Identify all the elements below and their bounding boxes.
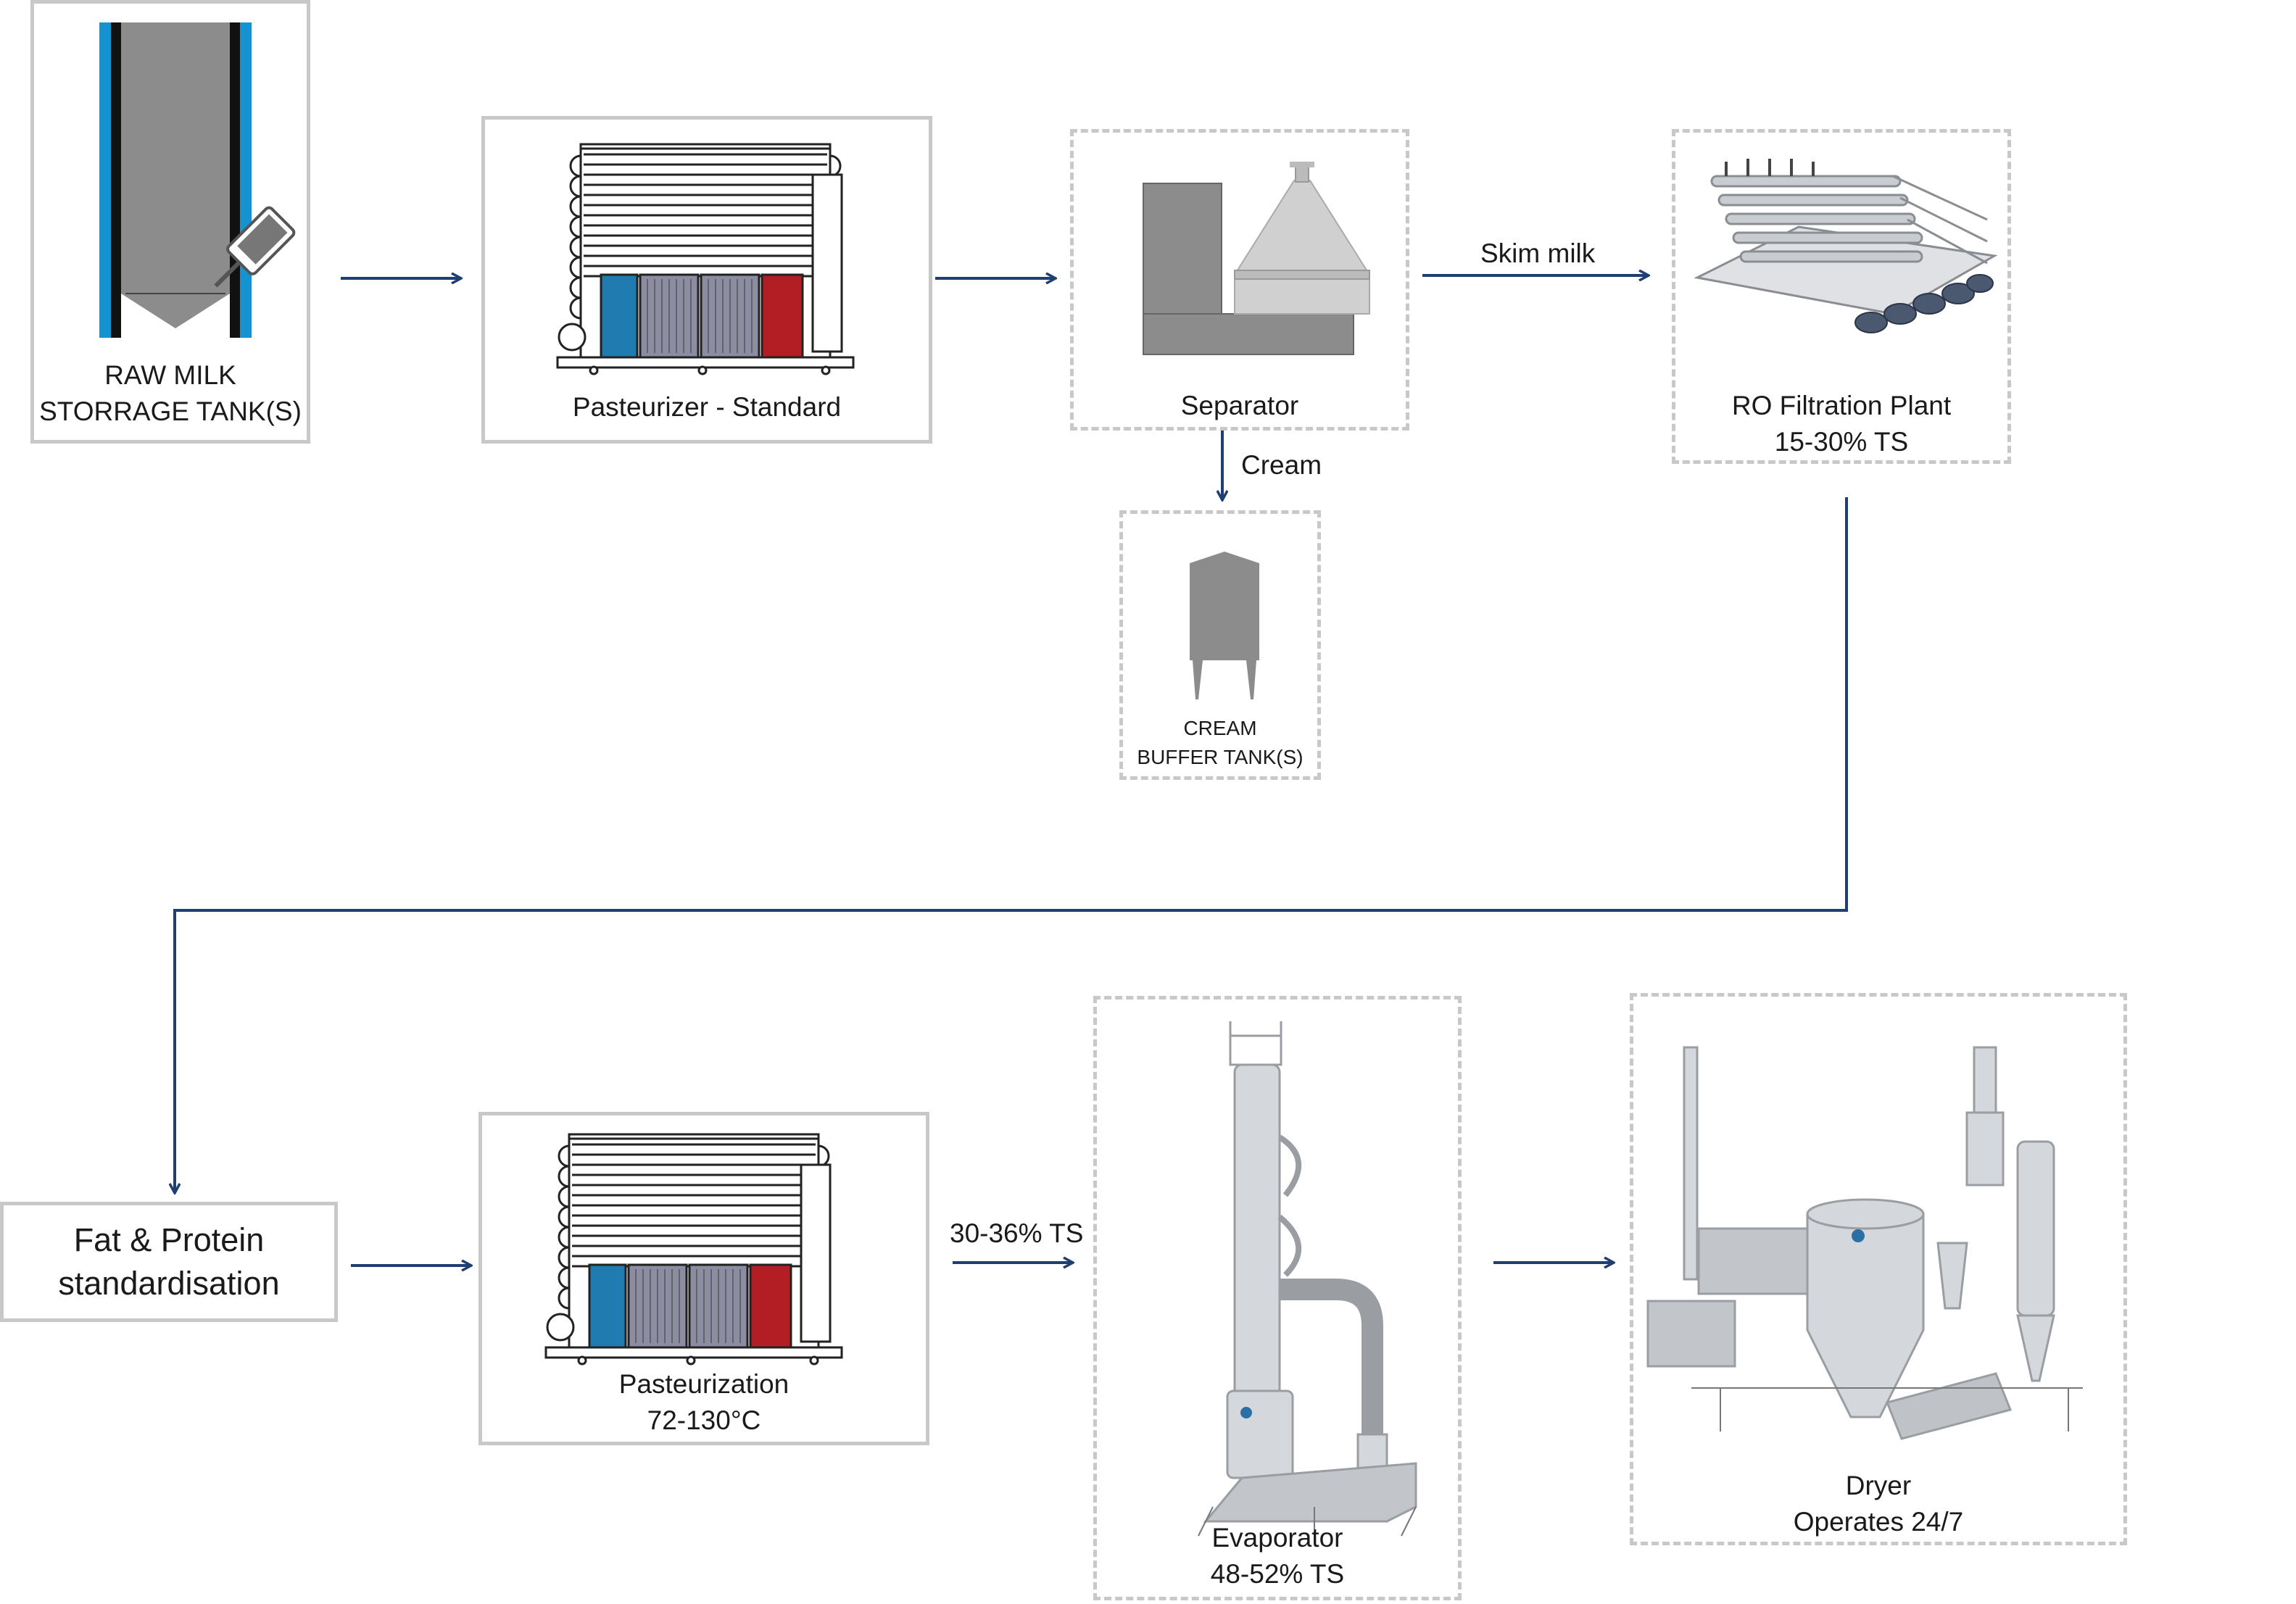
- raw-milk-tank-node[interactable]: RAW MILK STORRAGE TANK(S): [30, 0, 310, 444]
- separator-node[interactable]: Separator: [1070, 129, 1409, 431]
- pasteurization-label-1: Pasteurization: [618, 1369, 789, 1399]
- pasteurizer-standard-node[interactable]: Pasteurizer - Standard: [481, 116, 932, 444]
- pasteurization-label-2: 72-130°C: [647, 1405, 761, 1435]
- arrow-ro-to-standardisation: [175, 497, 1848, 1193]
- spray-dryer-icon: [1646, 1046, 2083, 1440]
- dryer-node[interactable]: Dryer Operates 24/7: [1630, 993, 2127, 1545]
- pasteurizer-standard-label: Pasteurizer - Standard: [572, 392, 842, 422]
- ro-filtration-label-1: RO Filtration Plant: [1731, 391, 1952, 420]
- dryer-label-1: Dryer: [1845, 1471, 1912, 1500]
- plate-heat-exchanger-icon: [556, 143, 855, 375]
- cream-buffer-tank-node[interactable]: CREAM BUFFER TANK(S): [1119, 510, 1321, 780]
- separator-label: Separator: [1180, 391, 1299, 420]
- ro-filtration-plant-icon: [1694, 159, 1998, 333]
- cream-tank-label-2: BUFFER TANK(S): [1137, 746, 1304, 768]
- standardisation-label-1: Fat & Protein: [73, 1221, 265, 1258]
- milk-tank-icon: [99, 22, 296, 338]
- standardisation-node[interactable]: Fat & Protein standardisation: [0, 1202, 338, 1322]
- evaporator-label-2: 48-52% TS: [1210, 1559, 1345, 1589]
- evaporator-label-1: Evaporator: [1211, 1523, 1343, 1553]
- cream-tank-label-1: CREAM: [1183, 717, 1257, 739]
- standardisation-label-2: standardisation: [58, 1265, 280, 1302]
- ro-filtration-node[interactable]: RO Filtration Plant 15-30% TS: [1672, 129, 2011, 464]
- ro-filtration-label-2: 15-30% TS: [1774, 427, 1909, 457]
- separator-icon: [1143, 162, 1370, 355]
- skim-milk-label: Skim milk: [1480, 238, 1596, 268]
- plate-heat-exchanger-icon-2: [544, 1133, 843, 1366]
- cream-tank-icon: [1190, 552, 1259, 699]
- raw-milk-tank-label-1: RAW MILK: [104, 360, 236, 390]
- ts-30-36-label: 30-36% TS: [950, 1218, 1084, 1248]
- raw-milk-tank-label-2: STORRAGE TANK(S): [39, 396, 302, 426]
- evaporator-icon: [1198, 1021, 1417, 1537]
- dryer-label-2: Operates 24/7: [1793, 1507, 1964, 1537]
- evaporator-node[interactable]: Evaporator 48-52% TS: [1093, 996, 1462, 1600]
- pasteurization-node[interactable]: Pasteurization 72-130°C: [478, 1112, 929, 1445]
- cream-label: Cream: [1241, 450, 1322, 480]
